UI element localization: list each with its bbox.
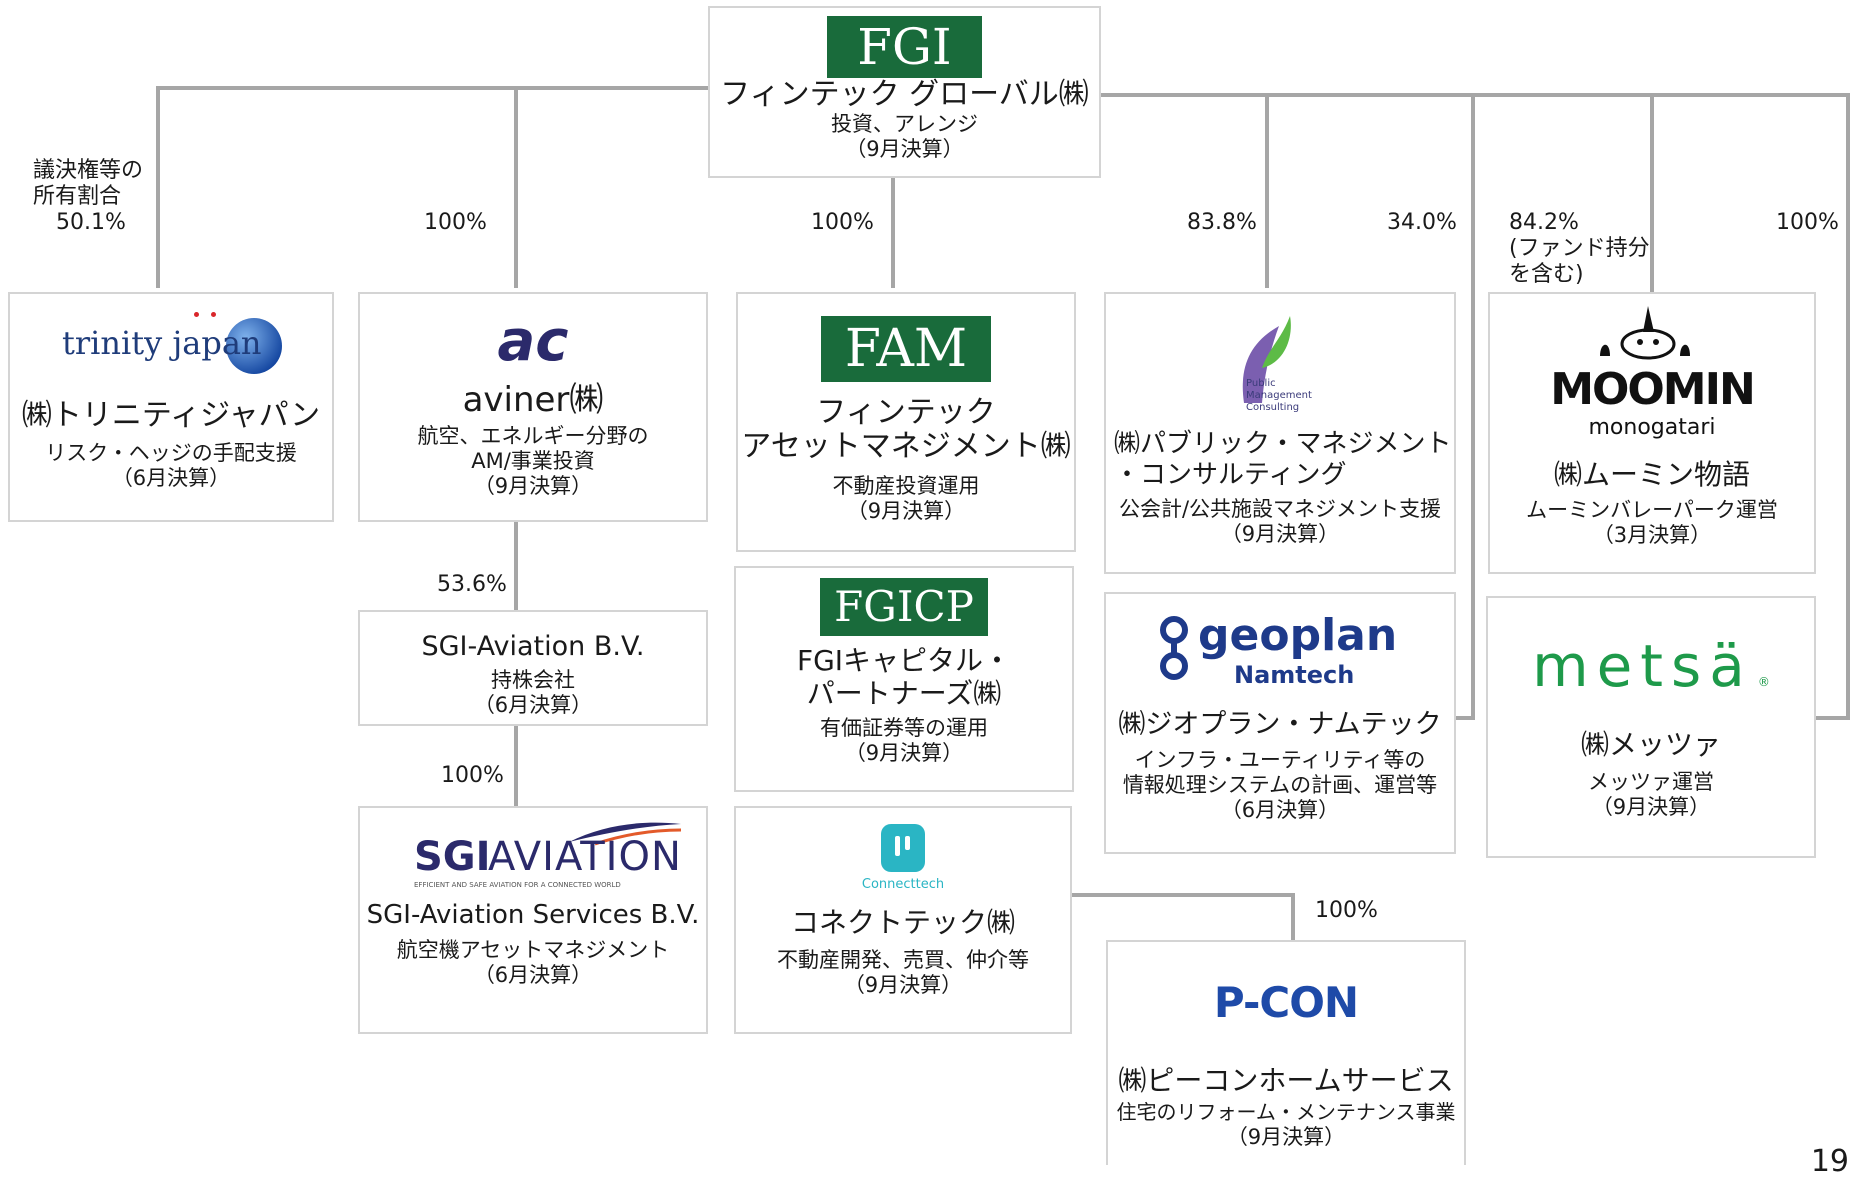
connecttech-desc: 不動産開発、売買、仲介等 (777, 948, 1029, 972)
parent-company-box: FGI フィンテック グローバル㈱ 投資、アレンジ （9月決算） (708, 6, 1101, 178)
geoplan-logo: geoplan Namtech (1106, 594, 1454, 708)
moomin-name: ㈱ムーミン物語 (1553, 458, 1750, 491)
metsa-desc: メッツァ運営 (1588, 770, 1714, 794)
trinity-name: ㈱トリニティジャパン (21, 398, 321, 433)
fam-name: フィンテック アセットマネジメント㈱ (741, 395, 1071, 464)
company-box-connecttech: Connecttech コネクトテック㈱ 不動産開発、売買、仲介等 （9月決算） (734, 806, 1072, 1034)
pmc-name: ㈱パブリック・マネジメント ・コンサルティング (1114, 429, 1452, 490)
moomin-fiscal: （3月決算） (1592, 523, 1712, 547)
parent-company-name: フィンテック グローバル㈱ (720, 77, 1089, 112)
company-box-metsa: metsä ® ㈱メッツァ メッツァ運営 （9月決算） (1486, 596, 1816, 858)
trinity-japan-logo: trinity japan (10, 294, 332, 399)
fgicp-fiscal: （9月決算） (844, 741, 964, 765)
metsa-fiscal: （9月決算） (1591, 795, 1711, 819)
sgi-services-fiscal: （6月決算） (473, 963, 593, 987)
sgi-bv-desc: 持株会社 (491, 668, 575, 692)
company-box-aviner: ac aviner㈱ 航空、エネルギー分野の AM/事業投資 （9月決算） (358, 292, 708, 522)
metsa-logo: metsä ® (1532, 632, 1770, 700)
pmc-fiscal: （9月決算） (1220, 522, 1340, 546)
sgi-aviation-logo: SGI AVIATION EFFICIENT AND SAFE AVIATION… (360, 808, 706, 898)
pct-trinity: 50.1% (56, 210, 126, 235)
company-box-moomin: MOOMIN monogatari ㈱ムーミン物語 ムーミンバレーパーク運営 （… (1488, 292, 1816, 574)
pmc-desc: 公会計/公共施設マネジメント支援 (1118, 497, 1442, 521)
pct-metsa: 100% (1776, 210, 1839, 235)
pct-fam: 100% (811, 210, 874, 235)
trinity-fiscal: （6月決算） (111, 466, 231, 490)
aviner-logo: ac (497, 309, 569, 374)
connecttech-icon (881, 824, 925, 872)
red-dot-icon (194, 312, 199, 317)
pct-pcon: 100% (1315, 898, 1378, 923)
pct-sgi-services: 100% (441, 763, 504, 788)
fam-desc: 不動産投資運用 (832, 474, 980, 498)
metsa-name: ㈱メッツァ (1580, 728, 1721, 761)
trinity-desc: リスク・ヘッジの手配支援 (45, 441, 297, 465)
parent-company-fiscal: （9月決算） (845, 137, 964, 161)
pct-geoplan: 34.0% (1387, 210, 1457, 235)
pcon-desc: 住宅のリフォーム・メンテナンス事業 (1116, 1100, 1456, 1124)
moomin-logo: MOOMIN monogatari (1490, 294, 1814, 454)
connecttech-fiscal: （9月決算） (843, 973, 963, 997)
company-box-fam: FAM フィンテック アセットマネジメント㈱ 不動産投資運用 （9月決算） (736, 292, 1076, 552)
pcon-logo: P-CON (1213, 978, 1359, 1027)
geoplan-name: ㈱ジオプラン・ナムテック (1118, 709, 1442, 740)
geoplan-desc: インフラ・ユーティリティ等の 情報処理システムの計画、運営等 (1122, 748, 1438, 797)
company-box-sgi-bv: SGI-Aviation B.V. 持株会社 （6月決算） (358, 610, 708, 726)
leaf-icon (1242, 316, 1291, 403)
pct-pmc: 83.8% (1187, 210, 1257, 235)
company-box-pcon: P-CON ㈱ピーコンホームサービス 住宅のリフォーム・メンテナンス事業 （9月… (1106, 940, 1466, 1165)
aviner-desc: 航空、エネルギー分野の AM/事業投資 (417, 424, 649, 473)
connecttech-name: コネクトテック㈱ (790, 906, 1015, 939)
fam-logo: FAM (820, 316, 992, 382)
aviner-name: aviner㈱ (462, 380, 604, 420)
pct-moomin: 84.2% (ファンド持分 を含む) (1509, 210, 1650, 287)
parent-company-desc: 投資、アレンジ (831, 112, 978, 136)
pcon-name: ㈱ピーコンホームサービス (1118, 1064, 1454, 1097)
pct-sgi-bv: 53.6% (437, 572, 507, 597)
company-box-pmc: Public Management Consulting ㈱パブリック・マネジメ… (1104, 292, 1456, 574)
moomin-desc: ムーミンバレーパーク運営 (1526, 498, 1778, 522)
fgicp-name: FGIキャピタル・ パートナーズ㈱ (796, 644, 1012, 710)
company-box-trinity: trinity japan ㈱トリニティジャパン リスク・ヘッジの手配支援 （6… (8, 292, 334, 522)
fgi-logo: FGI (827, 16, 982, 78)
fam-fiscal: （9月決算） (846, 499, 966, 523)
sgi-bv-fiscal: （6月決算） (473, 693, 593, 717)
connecttech-logo: Connecttech (736, 822, 1070, 892)
red-dot-icon (211, 312, 216, 317)
globe-icon (226, 318, 282, 374)
sgi-bv-name: SGI-Aviation B.V. (421, 631, 645, 662)
aviner-fiscal: （9月決算） (473, 474, 593, 498)
pmc-logo: Public Management Consulting (1106, 294, 1454, 429)
company-box-geoplan: geoplan Namtech ㈱ジオプラン・ナムテック インフラ・ユーティリテ… (1104, 592, 1456, 854)
pct-aviner: 100% (424, 210, 487, 235)
ownership-label: 議決権等の 所有割合 (33, 158, 144, 209)
geoplan-icon (1160, 616, 1188, 680)
fgicp-desc: 有価証券等の運用 (820, 716, 988, 740)
geoplan-fiscal: （6月決算） (1220, 798, 1340, 822)
page-number: 19 (1810, 1144, 1849, 1179)
little-my-icon (1600, 306, 1690, 360)
swoosh-icon (569, 822, 682, 846)
pcon-fiscal: （9月決算） (1226, 1125, 1346, 1149)
company-box-fgicp: FGICP FGIキャピタル・ パートナーズ㈱ 有価証券等の運用 （9月決算） (734, 566, 1074, 792)
sgi-services-name: SGI-Aviation Services B.V. (366, 900, 700, 930)
sgi-services-desc: 航空機アセットマネジメント (396, 938, 670, 962)
company-box-sgi-services: SGI AVIATION EFFICIENT AND SAFE AVIATION… (358, 806, 708, 1034)
registered-icon: ® (1757, 675, 1770, 689)
fgicp-logo: FGICP (820, 578, 988, 636)
